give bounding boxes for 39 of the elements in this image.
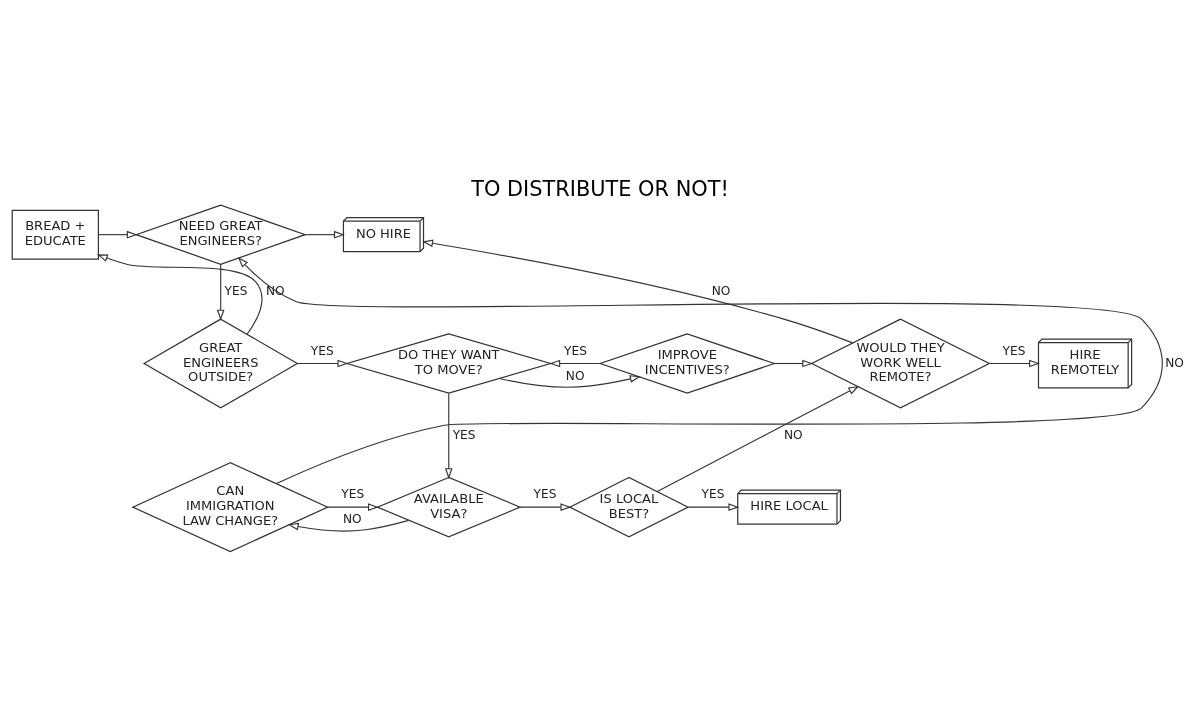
edge-label: NO bbox=[565, 368, 585, 383]
edge-label: NO bbox=[711, 284, 731, 299]
node-diamond: IMPROVE INCENTIVES? bbox=[598, 333, 777, 394]
node-diamond: IS LOCAL BEST? bbox=[568, 476, 690, 538]
node-diamond: AVAILABLE VISA? bbox=[375, 476, 522, 538]
arrow bbox=[237, 256, 1163, 485]
edge-label: YES bbox=[1002, 343, 1026, 358]
arrow bbox=[773, 359, 814, 368]
arrow bbox=[422, 239, 854, 344]
arrow bbox=[98, 230, 138, 239]
edge-label: NO bbox=[343, 512, 362, 527]
edge-label: YES bbox=[310, 343, 334, 358]
edge-label: YES bbox=[452, 427, 476, 442]
node-diamond: GREAT ENGINEERS OUTSIDE? bbox=[142, 318, 299, 409]
edge-label: NO bbox=[783, 427, 803, 442]
arrow bbox=[216, 263, 225, 321]
node-box: BREAD + EDUCATE bbox=[11, 209, 99, 260]
node-diamond: WOULD THEY WORK WELL REMOTE? bbox=[810, 318, 991, 409]
edge-label: YES bbox=[533, 487, 557, 502]
node-diamond: NEED GREAT ENGINEERS? bbox=[134, 204, 307, 265]
arrow bbox=[327, 503, 379, 511]
edge-label: NO bbox=[1165, 356, 1184, 371]
arrow bbox=[297, 359, 349, 368]
edge-label: YES bbox=[701, 487, 725, 502]
arrow bbox=[687, 503, 740, 511]
arrow bbox=[287, 519, 410, 532]
arrow bbox=[498, 375, 641, 388]
arrow bbox=[519, 503, 572, 511]
arrow bbox=[656, 385, 860, 492]
arrow bbox=[444, 392, 453, 480]
arrow bbox=[304, 230, 345, 239]
arrow bbox=[989, 359, 1041, 368]
edge-label: YES bbox=[341, 487, 365, 502]
diagram-title: TO DISTRIBUTE OR NOT! bbox=[471, 176, 729, 201]
edge-label: YES bbox=[564, 343, 587, 358]
node-diamond: CAN IMMIGRATION LAW CHANGE? bbox=[131, 462, 330, 553]
edge-label: YES bbox=[224, 284, 248, 299]
arrow bbox=[96, 254, 263, 335]
arrow bbox=[549, 359, 601, 368]
